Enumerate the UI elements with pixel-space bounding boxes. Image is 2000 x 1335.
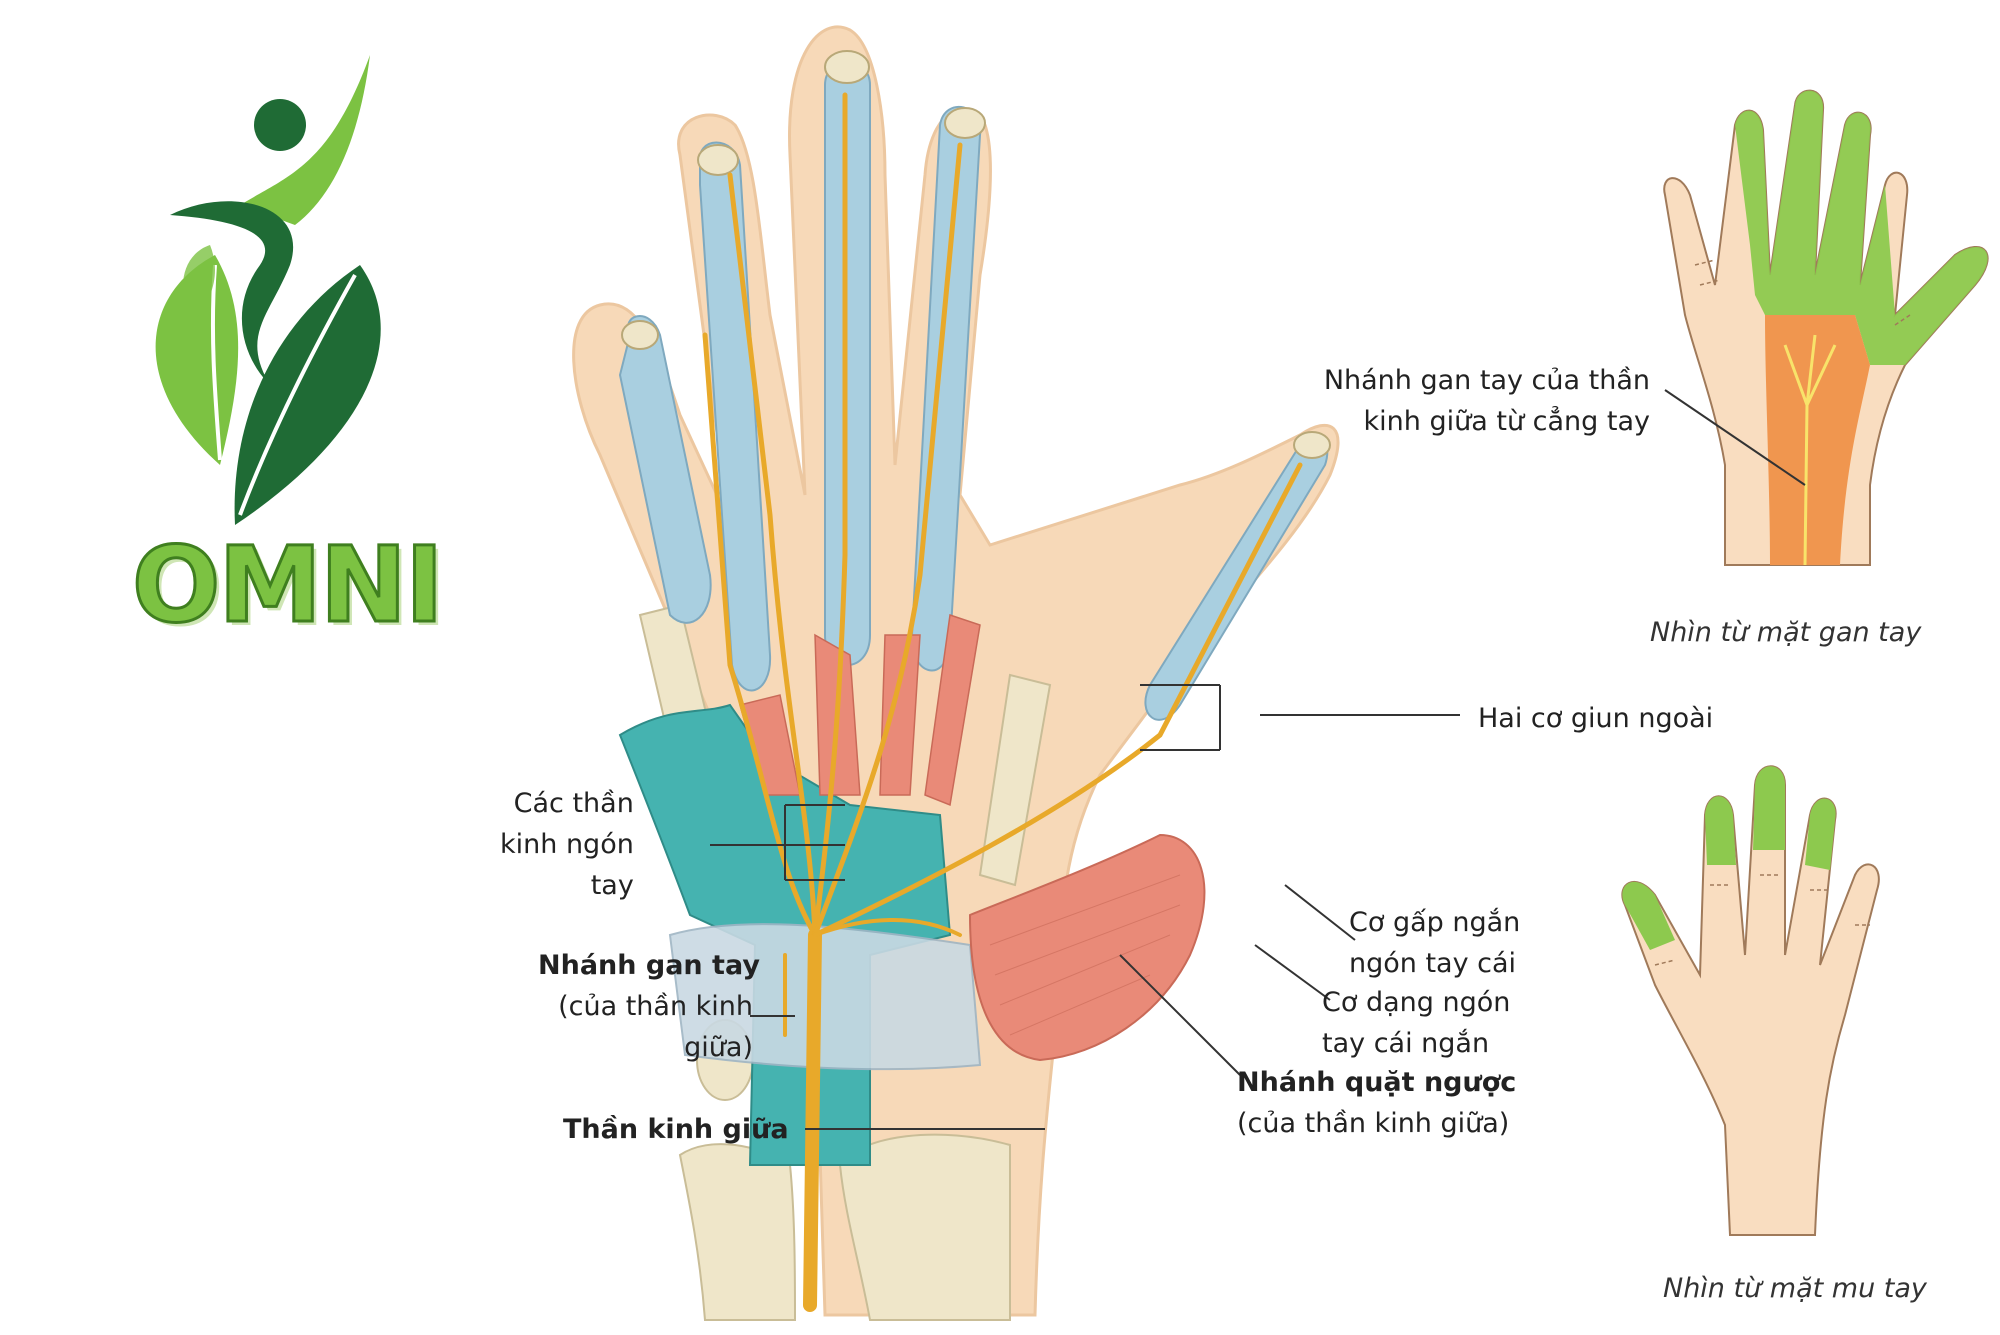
distal-phalanges	[621, 50, 1331, 459]
label-digital-nerves: Các thần kinh ngón tay	[500, 783, 634, 906]
label-lumbricals: Hai cơ giun ngoài	[1478, 703, 1714, 734]
dorsal-view-skin	[1621, 765, 1880, 1236]
leader-lines	[710, 684, 1460, 1130]
hand-anatomy-illustration	[572, 25, 1340, 1321]
thenar-muscles	[968, 833, 1206, 1062]
label-palmar-branch: Nhánh gan tay (của thần kinh giữa)	[538, 945, 760, 1068]
leaf-figure-icon	[155, 55, 381, 525]
label-recurrent-branch: Nhánh quặt ngược (của thần kinh giữa)	[1237, 1062, 1516, 1144]
palm-view-green-zone	[1735, 90, 1988, 365]
apb-line1: Cơ dạng ngón	[1322, 987, 1511, 1018]
transverse-carpal-ligament	[668, 923, 982, 1071]
radius-bone	[838, 1133, 1012, 1321]
logo-brand-text: OMNI	[131, 524, 446, 646]
recurrent-title: Nhánh quặt ngược	[1237, 1067, 1517, 1098]
digital-nerves-line3: tay	[590, 870, 634, 901]
omni-logo: OMNI	[120, 55, 445, 639]
caption-dorsal-view: Nhìn từ mặt mu tay	[1663, 1273, 1927, 1304]
digital-nerves-line1: Các thần	[513, 788, 634, 819]
ulna-bone	[678, 1143, 797, 1321]
palmar-branch-title: Nhánh gan tay	[538, 950, 760, 981]
dorsal-view-green-zone	[1622, 766, 1836, 950]
digital-nerves-line2: kinh ngón	[500, 829, 634, 860]
caption-palm-view: Nhìn từ mặt gan tay	[1650, 617, 1922, 648]
label-palm-callout: Nhánh gan tay của thần kinh giữa từ cẳng…	[1320, 360, 1650, 442]
fpb-line2: ngón tay cái	[1349, 948, 1517, 979]
label-median-nerve: Thần kinh giữa	[563, 1114, 789, 1145]
palm-callout-line1: Nhánh gan tay của thần	[1323, 365, 1650, 396]
label-flexor-pollicis-brevis: Cơ gấp ngắn ngón tay cái	[1349, 902, 1520, 984]
fpb-line1: Cơ gấp ngắn	[1349, 907, 1521, 938]
apb-line2: tay cái ngắn	[1322, 1028, 1490, 1059]
palm-view-illustration	[1663, 89, 1989, 566]
median-nerve	[702, 92, 1303, 1312]
palm-callout-line	[1664, 389, 1806, 486]
palmar-branch-sub2: giữa)	[684, 1032, 753, 1063]
recurrent-sub: (của thần kinh giữa)	[1237, 1108, 1510, 1139]
palmar-branch-sub1: (của thần kinh	[558, 991, 753, 1022]
palm-view-orange-zone	[1765, 315, 1870, 565]
palm-callout-line2: kinh giữa từ cẳng tay	[1363, 406, 1650, 437]
label-abductor-pollicis-brevis: Cơ dạng ngón tay cái ngắn	[1322, 982, 1510, 1064]
dorsal-view-illustration	[1621, 765, 1880, 1236]
